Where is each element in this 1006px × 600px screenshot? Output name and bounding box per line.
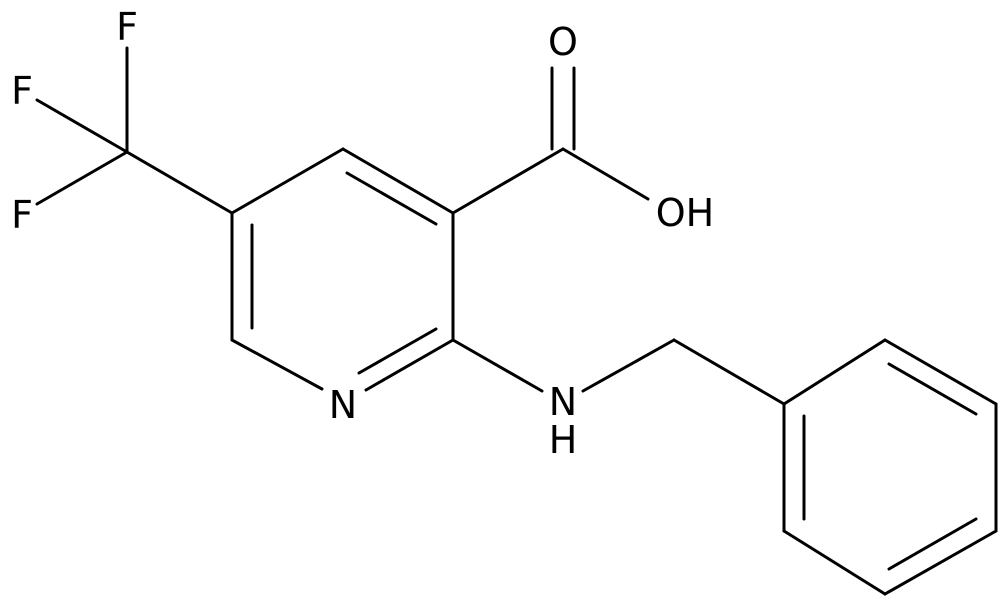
bond-c3-carboxyl <box>451 147 565 215</box>
bond-c5-c4 <box>230 147 345 215</box>
bond-ph-4-5-double <box>887 517 978 571</box>
atom-label-n-ring: N <box>329 383 357 427</box>
bond-ch2-phenyl <box>672 338 786 406</box>
trifluoromethyl-group <box>35 46 234 215</box>
carboxylic-acid-group <box>451 66 650 215</box>
atom-label-oh: OH <box>656 191 714 235</box>
bond-ph-2-3 <box>883 338 998 406</box>
bond-c-oh <box>561 147 650 201</box>
bond-ph-1-2 <box>782 338 887 406</box>
pyridine-ring <box>230 147 455 392</box>
atom-label-f-top: F <box>116 5 138 49</box>
bond-c2-n1 <box>364 338 455 392</box>
bond-c-f-middle <box>35 98 129 154</box>
bond-c4-c3-double <box>345 171 438 226</box>
atom-label-o-carbonyl: O <box>548 20 578 64</box>
bond-c4-c3 <box>341 147 455 215</box>
bond-c-f-bottom <box>35 150 129 206</box>
bond-nh-ch2 <box>581 338 676 393</box>
atom-label-f-middle: F <box>11 69 33 113</box>
atom-label-n-amine: N <box>549 380 577 424</box>
atom-label-h-amine: H <box>549 418 578 462</box>
bond-cf3-ring <box>125 150 234 215</box>
bond-ph-4-5 <box>883 529 998 596</box>
bond-n1-c6 <box>230 338 324 391</box>
benzylamino-group <box>451 338 786 406</box>
bond-ph-5-6 <box>782 529 887 596</box>
bond-c2-n1-double <box>357 327 438 375</box>
bond-ph-2-3-double <box>887 362 978 416</box>
phenyl-ring <box>782 338 998 596</box>
bond-c2-nh <box>451 338 544 393</box>
atom-label-f-bottom: F <box>11 193 33 237</box>
